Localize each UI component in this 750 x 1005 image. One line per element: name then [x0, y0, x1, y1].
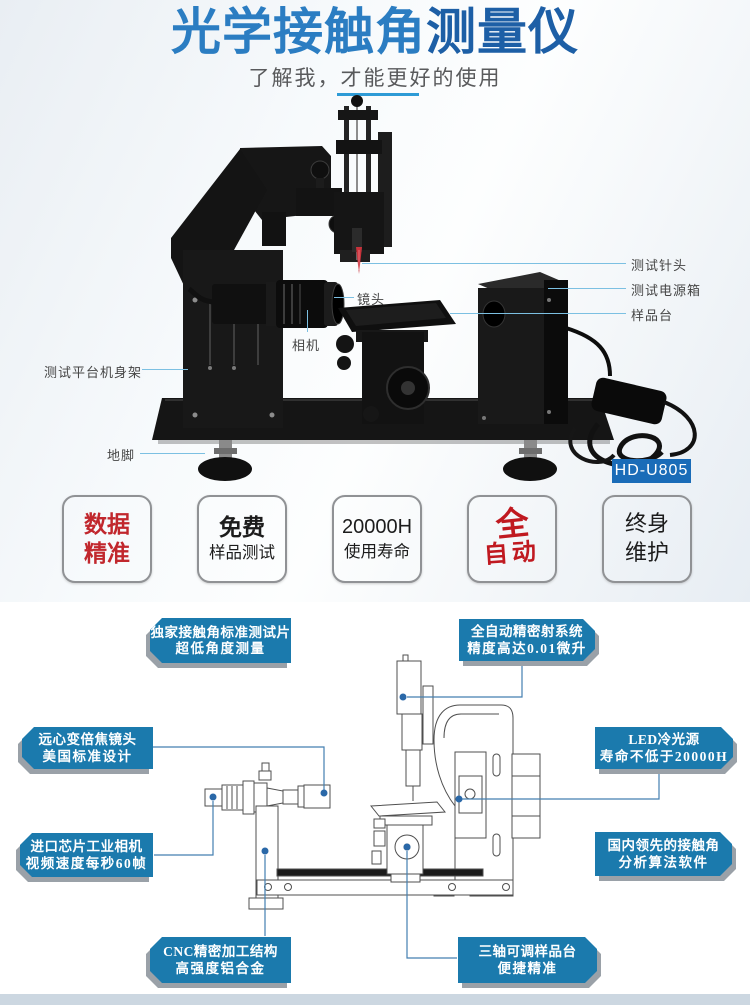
page-title: 光学接触角测量仪	[0, 6, 750, 59]
callout-text: 美国标准设计	[42, 748, 133, 764]
callout-face: 进口芯片工业相机 视频速度每秒60帧	[20, 833, 153, 877]
feature-line: 免费	[219, 514, 265, 541]
callout-text: 视频速度每秒60帧	[25, 855, 148, 871]
callout-text: 全自动精密射系统	[471, 624, 583, 639]
callout-text: 进口芯片工业相机	[30, 839, 143, 854]
callout-text: 超低角度测量	[175, 641, 266, 656]
callout-face: LED冷光源 寿命不低于20000H	[595, 727, 733, 769]
callout-adjustable-stage: 三轴可调样品台 便捷精准	[458, 937, 597, 983]
feature-line: 20000H	[341, 515, 413, 538]
callout-text: 三轴可调样品台	[478, 944, 577, 959]
callout-test-plate: 独家接触角标准测试片 超低角度测量	[150, 618, 291, 663]
page-title-part1: 光学接触角	[171, 4, 426, 60]
foot-label-line	[140, 453, 205, 454]
callout-text: 国内领先的接触角	[607, 838, 720, 853]
feature-line: 自动	[483, 539, 541, 570]
callout-text: 便捷精准	[497, 960, 558, 976]
feature-line: 终身	[624, 511, 669, 537]
syringe-pump-tower	[296, 95, 392, 262]
product-photo	[152, 95, 697, 481]
needle-label-line	[362, 263, 626, 264]
page-title-part2: 测量仪	[426, 4, 579, 60]
callout-face: 三轴可调样品台 便捷精准	[458, 937, 597, 983]
feature-line: 使用寿命	[344, 542, 410, 561]
power-box-label: 测试电源箱	[631, 283, 702, 298]
test-needle	[356, 247, 362, 274]
model-badge: HD-U805	[612, 459, 691, 483]
callout-face: 全自动精密射系统 精度高达0.01微升	[459, 619, 595, 661]
sample-stage	[336, 300, 456, 424]
feature-box-lifetime-maintenance: 终身 维护	[602, 495, 692, 583]
power-box	[478, 272, 568, 424]
callout-text: 分析算法软件	[618, 854, 709, 870]
frame-label: 测试平台机身架	[44, 365, 143, 380]
feature-line: 样品测试	[209, 543, 275, 562]
lens-label-line	[334, 297, 354, 298]
feature-box-full-automatic: 全 自动	[467, 495, 557, 583]
feature-box-accurate-data: 数据 精准	[62, 495, 152, 583]
wireframe-diagram	[153, 654, 660, 959]
feature-box-service-life: 20000H 使用寿命	[332, 495, 422, 583]
callout-face: 独家接触角标准测试片 超低角度测量	[150, 618, 291, 663]
callout-text: 高强度铝合金	[175, 960, 266, 976]
feature-box-free-sample-test: 免费 样品测试	[197, 495, 287, 583]
subtitle-underline	[337, 93, 419, 96]
callout-text: 精度高达0.01微升	[467, 640, 587, 656]
foot-label: 地脚	[107, 448, 136, 463]
callout-face: CNC精密加工结构 高强度铝合金	[150, 937, 291, 983]
needle-label: 测试针头	[631, 258, 688, 273]
feature-line: 维护	[624, 540, 669, 565]
callout-connector-dots	[209, 693, 463, 855]
instrument-wireframe	[204, 654, 541, 910]
camera-label-line	[307, 310, 308, 332]
power-box-label-line	[548, 288, 626, 289]
callout-telecentric-lens: 远心变倍焦镜头 美国标准设计	[22, 727, 153, 769]
stage-label: 样品台	[631, 308, 674, 323]
callout-text: 寿命不低于20000H	[599, 748, 729, 764]
callout-text: CNC精密加工结构	[163, 944, 278, 959]
feature-line: 精准	[84, 540, 130, 566]
lens-label: 镜头	[357, 292, 386, 307]
bottom-divider-bar	[0, 994, 750, 1005]
rubber-feet	[198, 440, 557, 481]
callout-cnc-structure: CNC精密加工结构 高强度铝合金	[150, 937, 291, 983]
feature-line: 全	[493, 505, 531, 545]
stage-label-line	[450, 313, 626, 314]
page-subtitle: 了解我，才能更好的使用	[248, 67, 502, 90]
callout-analysis-software: 国内领先的接触角 分析算法软件	[595, 832, 732, 876]
feature-line: 数据	[84, 511, 130, 538]
callout-industrial-camera: 进口芯片工业相机 视频速度每秒60帧	[20, 833, 153, 877]
callout-dosing-system: 全自动精密射系统 精度高达0.01微升	[459, 619, 595, 661]
power-adapter-cables	[565, 326, 697, 468]
callout-face: 远心变倍焦镜头 美国标准设计	[22, 727, 153, 769]
camera-label: 相机	[292, 338, 321, 353]
top-section-background	[0, 0, 750, 602]
callout-led-light: LED冷光源 寿命不低于20000H	[595, 727, 733, 769]
callout-text: 独家接触角标准测试片	[150, 624, 291, 640]
callout-connector-lines	[153, 662, 660, 959]
callout-text: LED冷光源	[628, 732, 700, 747]
camera-lens-assembly	[187, 280, 345, 328]
callout-face: 国内领先的接触角 分析算法软件	[595, 832, 732, 876]
callout-text: 远心变倍焦镜头	[38, 732, 137, 747]
frame-label-line	[142, 369, 188, 370]
